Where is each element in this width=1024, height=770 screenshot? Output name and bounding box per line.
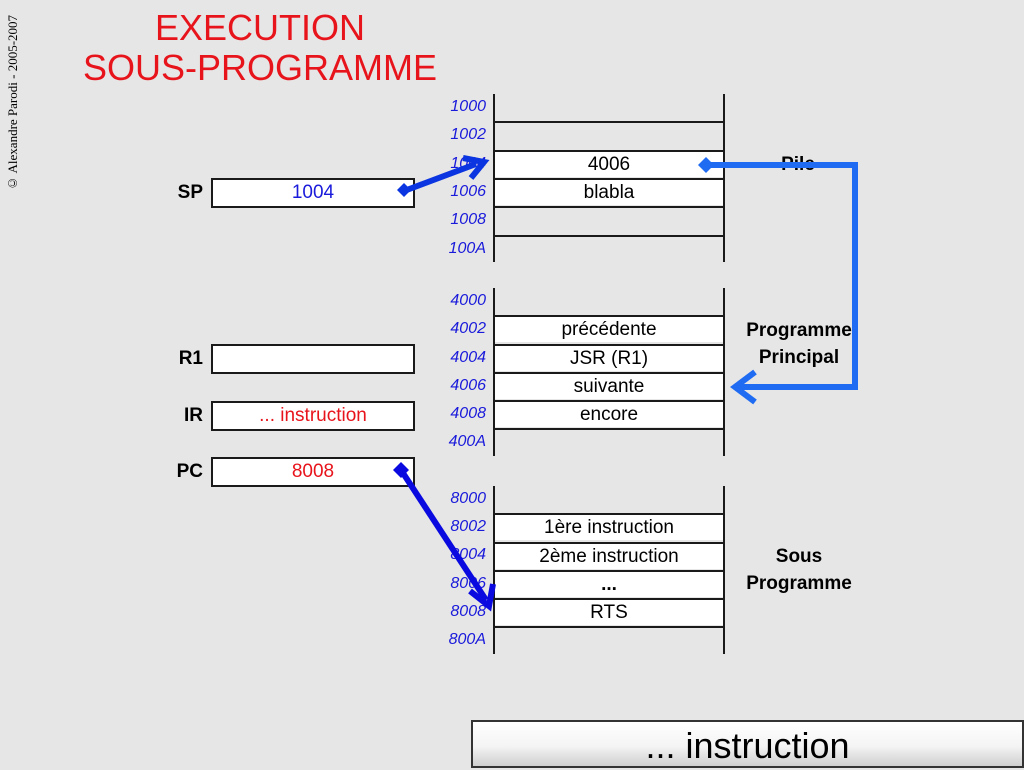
main-cell: encore xyxy=(495,401,723,427)
return-arrow-path xyxy=(706,162,858,390)
ir-register: ... instruction xyxy=(211,401,415,431)
ir-label: IR xyxy=(184,405,203,426)
return-arrow-head xyxy=(730,369,757,405)
sub-address: 800A xyxy=(448,631,486,648)
pc-arrow-head xyxy=(468,583,496,612)
memory-grid xyxy=(493,94,725,654)
main-address: 400A xyxy=(448,433,486,450)
main-cell: suivante xyxy=(495,373,723,399)
main-address: 4002 xyxy=(450,320,486,337)
return-arrow-tail xyxy=(698,157,714,173)
stack-address: 1008 xyxy=(450,211,486,228)
r1-label: R1 xyxy=(178,348,203,369)
sub-cell: RTS xyxy=(495,599,723,625)
stack-address: 1006 xyxy=(450,183,486,200)
sub-program-label-line-2: Programme xyxy=(746,573,852,594)
sub-address: 8002 xyxy=(450,518,486,535)
pc-label: PC xyxy=(176,461,203,482)
stack-address: 1002 xyxy=(450,126,486,143)
sub-cell: 2ème instruction xyxy=(495,543,723,569)
stack-cell: blabla xyxy=(495,179,723,205)
status-bar: ... instruction xyxy=(471,720,1024,768)
pc-arrow-tail xyxy=(393,462,409,478)
main-address: 4004 xyxy=(450,349,486,366)
main-address: 4006 xyxy=(450,377,486,394)
main-address: 4008 xyxy=(450,405,486,422)
pc-pointer-arrow xyxy=(393,462,496,612)
sub-address: 8008 xyxy=(450,603,486,620)
main-cell: précédente xyxy=(495,316,723,342)
main-program-label: Programme Principal xyxy=(732,317,866,371)
main-program-label-line-1: Programme xyxy=(746,320,852,341)
sub-cell: ... xyxy=(495,571,723,597)
return-address-arrow xyxy=(698,157,858,405)
stack-address: 1000 xyxy=(450,98,486,115)
title-line-2: SOUS-PROGRAMME xyxy=(82,47,438,88)
stack-address: 100A xyxy=(448,240,486,257)
sp-register: 1004 xyxy=(211,178,415,208)
main-address: 4000 xyxy=(450,292,486,309)
sub-cell: 1ère instruction xyxy=(495,514,723,540)
slide-title: EXECUTION SOUS-PROGRAMME xyxy=(40,8,480,88)
sp-arrow-shaft xyxy=(402,161,478,194)
sub-program-label: Sous Programme xyxy=(732,543,866,597)
pc-arrow-shaft xyxy=(398,468,489,602)
main-cell: JSR (R1) xyxy=(495,345,723,371)
sub-program-label-line-1: Sous xyxy=(775,546,823,567)
title-line-1: EXECUTION xyxy=(154,7,366,48)
sub-address: 8000 xyxy=(450,490,486,507)
sp-arrow-tail xyxy=(397,183,411,197)
stack-cell: 4006 xyxy=(495,151,723,177)
sp-pointer-arrow xyxy=(397,155,490,197)
main-program-label-line-2: Principal xyxy=(758,347,840,368)
pc-register: 8008 xyxy=(211,457,415,487)
sp-label: SP xyxy=(177,182,203,203)
r1-register xyxy=(211,344,415,374)
sp-arrow-head xyxy=(462,155,490,180)
